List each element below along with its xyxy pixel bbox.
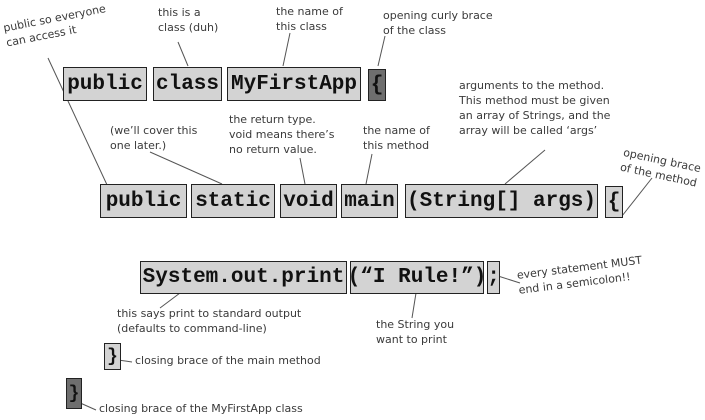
class-opening-brace: { [368, 69, 386, 101]
keyword-public-method: public [100, 184, 187, 218]
leader-class-name [282, 32, 291, 67]
string-argument: (“I Rule!”) [348, 261, 486, 294]
main-closing-brace: } [104, 343, 121, 370]
class-name: MyFirstApp [227, 67, 361, 101]
leader-arguments [504, 149, 546, 185]
leader-method-name [365, 153, 373, 185]
leader-method-brace [621, 177, 653, 217]
note-close-class: closing brace of the MyFirstApp class [99, 402, 303, 415]
note-method-name: the name of this method [363, 124, 430, 152]
note-close-main: closing brace of the main method [135, 354, 321, 367]
keyword-class: class [153, 67, 222, 101]
method-opening-brace: { [605, 186, 623, 218]
leader-public [47, 57, 109, 188]
note-string: the String you want to print [376, 318, 455, 346]
method-name: main [341, 184, 398, 218]
keyword-static: static [191, 184, 275, 218]
note-later: (we’ll cover this one later.) [110, 124, 198, 152]
leader-later [149, 151, 223, 185]
note-return-type: the return type. void means there’s no r… [229, 113, 335, 156]
method-arguments: (String[] args) [405, 184, 598, 218]
leader-print [159, 292, 181, 309]
keyword-void: void [280, 184, 337, 218]
leader-return-type [299, 157, 306, 185]
leader-class-brace [377, 35, 386, 67]
leader-class [177, 41, 189, 67]
leader-semicolon [497, 275, 521, 284]
note-arguments: arguments to the method. This method mus… [459, 79, 611, 137]
keyword-public-class: public [63, 67, 147, 101]
note-class-brace: opening curly brace of the class [383, 9, 493, 37]
semicolon: ; [487, 261, 500, 294]
class-closing-brace: } [66, 378, 82, 409]
note-class: this is a class (duh) [158, 6, 219, 34]
note-print: this says print to standard output (defa… [117, 307, 302, 335]
leader-string [411, 292, 417, 319]
note-class-name: the name of this class [276, 5, 343, 33]
print-call: System.out.print [140, 261, 347, 294]
